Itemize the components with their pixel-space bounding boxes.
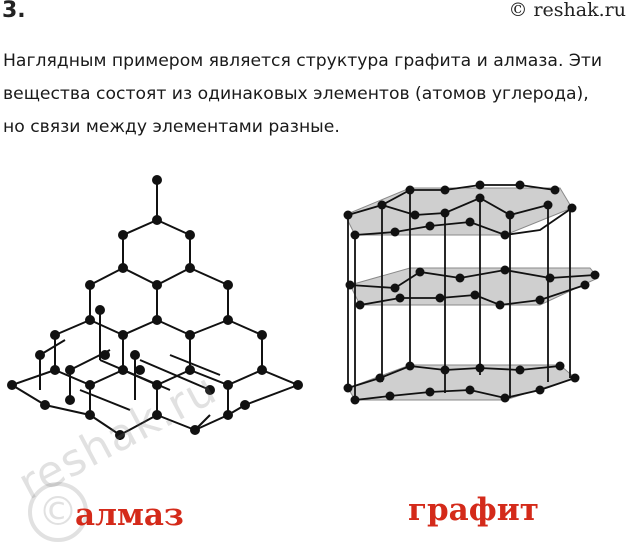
paragraph-line-3: но связи между элементами разные. — [3, 117, 340, 137]
graphite-atoms — [343, 180, 600, 405]
diamond-atoms — [7, 175, 303, 440]
diamond-lattice — [11, 180, 299, 440]
paragraph-line-1: Наглядным примером является структура гр… — [3, 51, 603, 71]
watermark-copyright-icon: © — [28, 482, 88, 542]
structures-figure: © reshak.ru алмаз графит — [0, 160, 632, 551]
paragraph: Наглядным примером является структура гр… — [3, 45, 631, 144]
copyright-label: © reshak.ru — [508, 0, 626, 21]
graphite-label: графит — [408, 492, 539, 528]
paragraph-line-2: вещества состоят из одинаковых элементов… — [3, 84, 589, 104]
task-number: 3. — [2, 0, 26, 23]
diamond-label: алмаз — [75, 497, 184, 533]
structures-illustration — [7, 175, 600, 440]
